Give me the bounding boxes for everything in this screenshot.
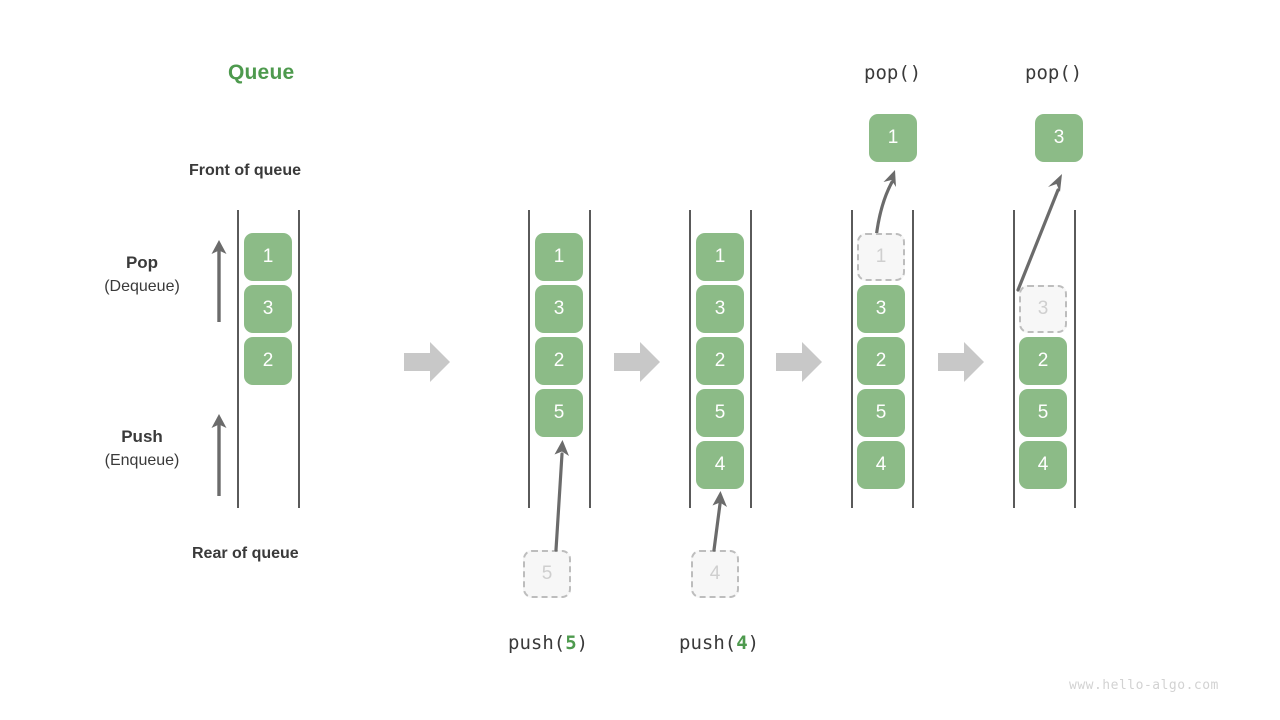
push-5-operation-label: push(5) <box>508 632 588 654</box>
pop-direction-arrow <box>204 238 234 322</box>
queue-element: 3 <box>857 285 905 333</box>
queue-rail-right <box>298 210 300 508</box>
dequeue-arrow <box>1010 168 1080 293</box>
incoming-element-ghost: 4 <box>691 550 739 598</box>
queue-element: 4 <box>1019 441 1067 489</box>
push-label: Push <box>121 427 163 446</box>
queue-rail-left <box>1013 210 1015 508</box>
push-4-value: 4 <box>736 632 748 654</box>
queue-rail-left <box>689 210 691 508</box>
dequeue-arrow <box>862 168 916 240</box>
queue-element: 2 <box>696 337 744 385</box>
pop-label: Pop <box>125 253 159 272</box>
pop-operation-label-2: pop() <box>1025 62 1083 84</box>
queue-rail-left <box>528 210 530 508</box>
push-4-suffix: ) <box>747 632 760 654</box>
queue-element: 5 <box>857 389 905 437</box>
queue-element: 4 <box>696 441 744 489</box>
queue-element: 1 <box>244 233 292 281</box>
queue-rail-left <box>851 210 853 508</box>
push-5-value: 5 <box>565 632 577 654</box>
queue-element: 1 <box>535 233 583 281</box>
queue-element: 2 <box>857 337 905 385</box>
popped-element: 1 <box>869 114 917 162</box>
queue-element: 2 <box>1019 337 1067 385</box>
queue-rail-left <box>237 210 239 508</box>
queue-element: 1 <box>696 233 744 281</box>
step-arrow-icon <box>614 340 662 384</box>
enqueue-arrow <box>534 432 580 552</box>
queue-element-ghost: 3 <box>1019 285 1067 333</box>
queue-rail-right <box>589 210 591 508</box>
queue-element: 3 <box>244 285 292 333</box>
step-arrow-icon <box>404 340 452 384</box>
front-of-queue-label: Front of queue <box>189 162 301 179</box>
queue-element: 2 <box>535 337 583 385</box>
queue-element: 5 <box>1019 389 1067 437</box>
incoming-element-ghost: 5 <box>523 550 571 598</box>
queue-element: 5 <box>535 389 583 437</box>
queue-rail-right <box>912 210 914 508</box>
watermark: www.hello-algo.com <box>1069 678 1219 693</box>
enqueue-arrow <box>700 484 740 552</box>
queue-element: 4 <box>857 441 905 489</box>
popped-element: 3 <box>1035 114 1083 162</box>
queue-rail-right <box>1074 210 1076 508</box>
queue-element: 5 <box>696 389 744 437</box>
push-4-prefix: push( <box>679 632 737 654</box>
step-arrow-icon <box>938 340 986 384</box>
rear-of-queue-label: Rear of queue <box>192 545 299 562</box>
queue-rail-right <box>750 210 752 508</box>
push-4-operation-label: push(4) <box>679 632 759 654</box>
push-direction-arrow <box>204 412 234 496</box>
push-5-prefix: push( <box>508 632 566 654</box>
queue-element: 3 <box>696 285 744 333</box>
queue-element: 3 <box>535 285 583 333</box>
queue-element-ghost: 1 <box>857 233 905 281</box>
push-label-group: Push (Enqueue) <box>62 427 222 470</box>
page-title: Queue <box>228 61 295 84</box>
push-sublabel: (Enqueue) <box>104 452 180 469</box>
push-5-suffix: ) <box>576 632 589 654</box>
pop-sublabel: (Dequeue) <box>104 278 180 295</box>
pop-operation-label-1: pop() <box>864 62 922 84</box>
step-arrow-icon <box>776 340 824 384</box>
queue-element: 2 <box>244 337 292 385</box>
pop-label-group: Pop (Dequeue) <box>62 253 222 296</box>
